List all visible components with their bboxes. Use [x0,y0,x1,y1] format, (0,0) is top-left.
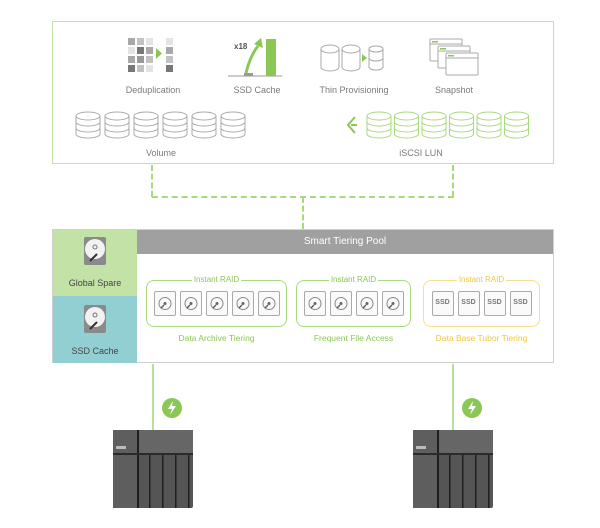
hdd-drive-icon [329,291,352,316]
ssd-cache-label: SSD Cache [71,346,119,356]
volume-disks-icon [75,111,246,139]
connector-line [151,165,153,197]
hard-drive-icon [84,237,106,265]
ssd-drive-icon: SSD [431,291,454,316]
hdd-drive-icon [179,291,202,316]
ssd-cache-boost-icon [228,38,282,77]
hdd-drive-icon [381,291,404,316]
iscsi-lun-icon [346,111,529,139]
disk-cylinder [75,111,101,139]
smart-tiering-pool: Smart Tiering Pool Global Spare SSD Cach… [52,229,554,363]
thin-provisioning-label: Thin Provisioning [319,85,389,95]
disk-cylinder [394,111,419,139]
raid-group-database: Instant RAID SSD SSD SSD SSD [423,275,540,327]
ssd-label: SSD [435,299,450,306]
raid-caption: Data Base Tubor Tiering [435,333,528,343]
hdd-drive-icon [303,291,326,316]
raid-caption: Frequent File Access [313,333,394,343]
disk-cylinder [104,111,130,139]
thunderbolt-link-line [452,364,454,430]
nas-device-1 [113,430,193,508]
hdd-drive-icon [153,291,176,316]
volume-label: Volume [145,148,177,158]
snapshot-icon [429,38,479,76]
raid-caption: Data Archive Tiering [178,333,255,343]
iscsi-target-icon [346,116,357,134]
ssd-drive-icon: SSD [457,291,480,316]
nas-device-2 [413,430,493,508]
thin-provisioning-icon [320,44,384,72]
raid-group-frequent: Instant RAID [296,275,411,327]
global-spare-panel: Global Spare [53,230,137,296]
raid-group-archive: Instant RAID [146,275,287,327]
ssd-label: SSD [513,299,528,306]
ssd-drive-icon: SSD [483,291,506,316]
hdd-drive-icon [355,291,378,316]
ssd-label: SSD [461,299,476,306]
ssd-cache-panel: SSD Cache [53,296,137,363]
ssd-cache-label: SSD Cache [233,85,281,95]
raid-title: Instant RAID [191,275,242,284]
snapshot-label: Snapshot [434,85,474,95]
pool-title: Smart Tiering Pool [137,230,553,254]
disk-cylinder [504,111,529,139]
disk-cylinder [476,111,502,139]
iscsi-lun-label: iSCSI LUN [399,148,443,158]
ssd-drive-icon: SSD [509,291,532,316]
thunderbolt-link-line [152,364,154,430]
thunderbolt-icon [462,398,482,418]
storage-features-panel: Deduplication x18 SSD Cache Thin Provisi… [52,21,554,164]
disk-cylinder [421,111,447,139]
raid-title: Instant RAID [328,275,379,284]
raid-title: Instant RAID [456,275,507,284]
connector-line [302,197,304,229]
hdd-drive-icon [231,291,254,316]
hard-drive-icon [84,305,106,333]
ssd-cache-multiplier: x18 [234,42,248,51]
thunderbolt-icon [162,398,182,418]
disk-cylinder [366,111,392,139]
disk-cylinder [220,111,246,139]
disk-cylinder [133,111,159,139]
deduplication-icon [128,38,173,72]
disk-cylinder [191,111,217,139]
disk-cylinder [162,111,188,139]
hdd-drive-icon [205,291,228,316]
disk-cylinder [449,111,474,139]
deduplication-label: Deduplication [125,85,181,95]
ssd-label: SSD [487,299,502,306]
connector-line [452,165,454,197]
hdd-drive-icon [257,291,280,316]
global-spare-label: Global Spare [68,278,122,288]
